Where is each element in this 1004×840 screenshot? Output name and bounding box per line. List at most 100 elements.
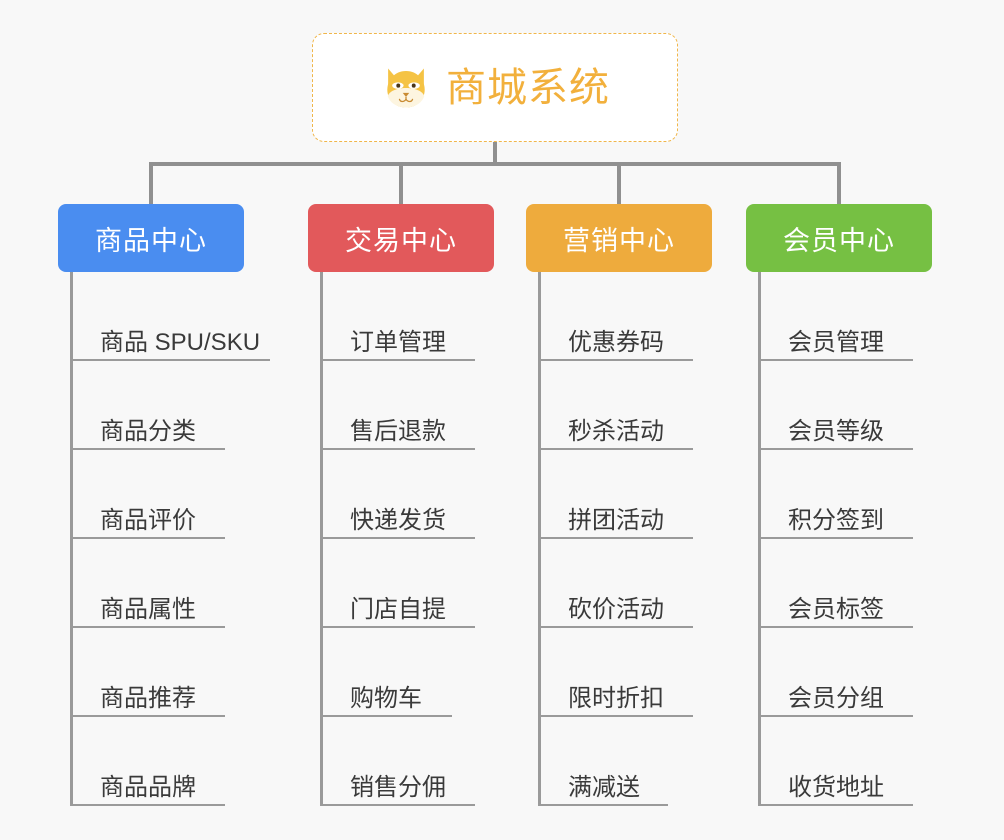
item-label: 会员标签: [788, 595, 884, 623]
connector-drop-3: [617, 162, 621, 204]
item-underline: [320, 359, 475, 361]
item-underline: [70, 626, 225, 628]
item-underline: [70, 804, 225, 806]
item-underline: [538, 448, 693, 450]
item-label: 商品分类: [100, 417, 196, 445]
item-underline: [758, 715, 913, 717]
list-item[interactable]: 收货地址: [746, 717, 932, 806]
item-underline: [70, 537, 225, 539]
list-item[interactable]: 会员管理: [746, 272, 932, 361]
item-underline: [538, 537, 693, 539]
branch-children-1: 商品 SPU/SKU 商品分类 商品评价 商品属性 商品推荐 商品品牌: [58, 272, 270, 806]
branch-spine: [758, 272, 761, 806]
branch-column-4: 会员中心 会员管理 会员等级 积分签到 会员标签 会员分组: [746, 204, 932, 806]
list-item[interactable]: 会员分组: [746, 628, 932, 717]
root-title: 商城系统: [446, 65, 610, 110]
item-label: 商品 SPU/SKU: [100, 328, 261, 356]
branch-header-3[interactable]: 营销中心: [526, 204, 712, 272]
item-label: 订单管理: [350, 328, 446, 356]
item-underline: [70, 359, 270, 361]
item-underline: [70, 715, 225, 717]
list-item[interactable]: 门店自提: [308, 539, 494, 628]
list-item[interactable]: 订单管理: [308, 272, 494, 361]
item-underline: [758, 537, 913, 539]
list-item[interactable]: 拼团活动: [526, 450, 712, 539]
connector-drop-4: [837, 162, 841, 204]
list-item[interactable]: 优惠券码: [526, 272, 712, 361]
list-item[interactable]: 积分签到: [746, 450, 932, 539]
connector-drop-2: [399, 162, 403, 204]
list-item[interactable]: 会员等级: [746, 361, 932, 450]
item-label: 会员管理: [788, 328, 884, 356]
list-item[interactable]: 销售分佣: [308, 717, 494, 806]
branch-header-label: 会员中心: [783, 225, 895, 256]
connector-root-stem: [493, 142, 497, 166]
item-label: 会员等级: [788, 417, 884, 445]
branch-children-2: 订单管理 售后退款 快递发货 门店自提 购物车 销售分佣: [308, 272, 494, 806]
item-label: 秒杀活动: [568, 417, 664, 445]
list-item[interactable]: 快递发货: [308, 450, 494, 539]
item-label: 优惠券码: [568, 328, 664, 356]
item-underline: [538, 626, 693, 628]
item-underline: [320, 715, 452, 717]
branch-column-1: 商品中心 商品 SPU/SKU 商品分类 商品评价 商品属性 商品推荐: [58, 204, 270, 806]
item-underline: [320, 448, 475, 450]
item-label: 商品推荐: [100, 684, 196, 712]
item-label: 积分签到: [788, 506, 884, 534]
list-item[interactable]: 砍价活动: [526, 539, 712, 628]
item-label: 销售分佣: [350, 773, 446, 801]
item-label: 限时折扣: [568, 684, 664, 712]
branch-header-4[interactable]: 会员中心: [746, 204, 932, 272]
branch-column-3: 营销中心 优惠券码 秒杀活动 拼团活动 砍价活动 限时折扣: [526, 204, 712, 806]
list-item[interactable]: 会员标签: [746, 539, 932, 628]
list-item[interactable]: 购物车: [308, 628, 494, 717]
list-item[interactable]: 商品评价: [58, 450, 244, 539]
item-label: 会员分组: [788, 684, 884, 712]
list-item[interactable]: 限时折扣: [526, 628, 712, 717]
item-label: 砍价活动: [568, 595, 664, 623]
branch-header-label: 营销中心: [563, 225, 675, 256]
item-label: 商品属性: [100, 595, 196, 623]
item-underline: [320, 537, 475, 539]
list-item[interactable]: 商品分类: [58, 361, 244, 450]
item-label: 商品品牌: [100, 773, 196, 801]
list-item[interactable]: 商品 SPU/SKU: [58, 272, 270, 361]
item-underline: [538, 715, 693, 717]
connector-drop-1: [149, 162, 153, 204]
item-underline: [758, 804, 913, 806]
item-underline: [320, 626, 475, 628]
connector-horizontal-bar: [149, 162, 841, 166]
branch-children-3: 优惠券码 秒杀活动 拼团活动 砍价活动 限时折扣 满减送: [526, 272, 712, 806]
branch-spine: [70, 272, 73, 806]
list-item[interactable]: 秒杀活动: [526, 361, 712, 450]
item-underline: [320, 804, 475, 806]
item-label: 快递发货: [350, 506, 446, 534]
item-underline: [758, 626, 913, 628]
list-item[interactable]: 售后退款: [308, 361, 494, 450]
item-label: 商品评价: [100, 506, 196, 534]
branch-spine: [538, 272, 541, 806]
list-item[interactable]: 商品推荐: [58, 628, 244, 717]
branch-spine: [320, 272, 323, 806]
branch-header-2[interactable]: 交易中心: [308, 204, 494, 272]
item-label: 满减送: [568, 773, 640, 801]
list-item[interactable]: 满减送: [526, 717, 712, 806]
branch-header-label: 交易中心: [345, 225, 457, 256]
branch-children-4: 会员管理 会员等级 积分签到 会员标签 会员分组 收货地址: [746, 272, 932, 806]
list-item[interactable]: 商品属性: [58, 539, 244, 628]
item-label: 拼团活动: [568, 506, 664, 534]
item-underline: [70, 448, 225, 450]
branch-column-2: 交易中心 订单管理 售后退款 快递发货 门店自提 购物车: [308, 204, 494, 806]
item-underline: [538, 804, 668, 806]
item-label: 门店自提: [350, 595, 446, 623]
item-label: 售后退款: [350, 417, 446, 445]
root-node[interactable]: 商城系统: [312, 33, 678, 142]
item-underline: [758, 448, 913, 450]
list-item[interactable]: 商品品牌: [58, 717, 244, 806]
item-underline: [758, 359, 913, 361]
item-label: 购物车: [350, 684, 422, 712]
item-underline: [538, 359, 693, 361]
branch-header-1[interactable]: 商品中心: [58, 204, 244, 272]
item-label: 收货地址: [788, 773, 884, 801]
